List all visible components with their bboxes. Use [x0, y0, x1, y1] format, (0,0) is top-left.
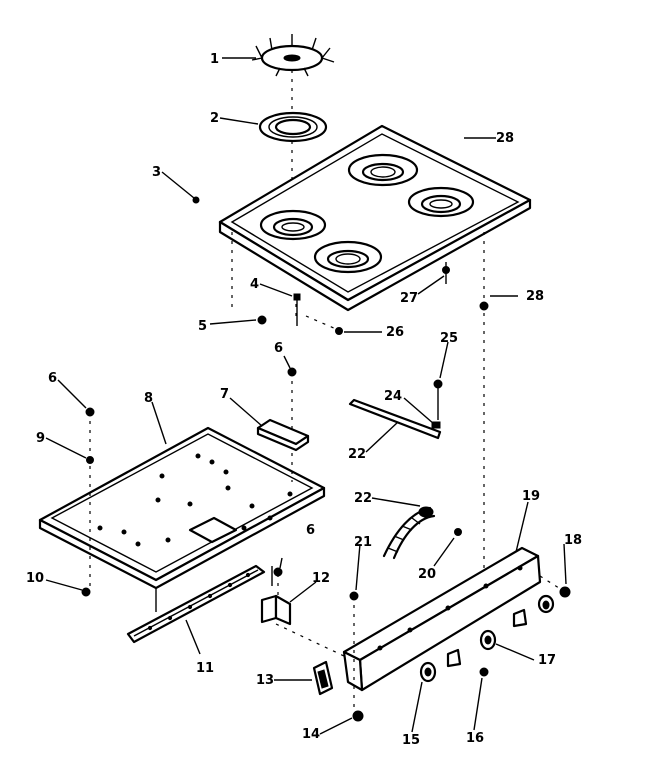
- front-rail: [342, 546, 542, 692]
- callout-11: 11: [196, 661, 214, 676]
- callout-3: 3: [152, 165, 161, 180]
- screw: [86, 456, 94, 464]
- fastener: [192, 196, 200, 204]
- alignment-line: [539, 575, 563, 591]
- callout-28-lower: 28: [526, 289, 544, 304]
- valve-seat: [419, 661, 437, 683]
- cooktop-burner-front-right: [313, 240, 383, 274]
- callout-12: 12: [312, 571, 330, 586]
- burner-box-cutout: [188, 516, 238, 544]
- callout-18: 18: [564, 533, 582, 548]
- callout-5: 5: [198, 319, 207, 334]
- screw: [81, 587, 91, 597]
- callout-8: 8: [144, 391, 153, 406]
- screw: [559, 586, 571, 598]
- valve-seat: [446, 594, 555, 668]
- callout-20: 20: [418, 567, 436, 582]
- side-strip: [126, 564, 266, 655]
- screw: [273, 567, 283, 577]
- callout-26: 26: [386, 325, 404, 340]
- orifice-bracket: [260, 594, 292, 626]
- burner-ring: [258, 111, 328, 143]
- callout-13: 13: [256, 673, 274, 688]
- screw: [305, 315, 343, 335]
- callout-19: 19: [522, 489, 540, 504]
- burner-box: [38, 426, 326, 612]
- callout-labels: 1 2 3 4 5 6 6 6 7 8 9 10 11 12 13 14 15 …: [26, 52, 582, 748]
- burner-cap: [251, 34, 335, 77]
- screw: [287, 367, 297, 377]
- bracket: [256, 418, 310, 452]
- callout-14: 14: [302, 727, 320, 742]
- callout-22-tube: 22: [354, 491, 372, 506]
- callout-6-center: 6: [274, 341, 283, 356]
- screw: [349, 591, 359, 601]
- valve: [312, 660, 334, 696]
- callout-6-lower: 6: [306, 523, 315, 538]
- callout-1: 1: [210, 52, 219, 67]
- fastener: [442, 262, 489, 311]
- valve-seat: [479, 629, 497, 651]
- clip: [257, 315, 267, 325]
- cooktop-burner-rear-left: [347, 153, 419, 187]
- flex-tube: [382, 506, 436, 560]
- callout-7: 7: [220, 387, 229, 402]
- callout-10: 10: [26, 571, 44, 586]
- callout-24: 24: [384, 389, 402, 404]
- leader-lines: [45, 57, 567, 735]
- cooktop: [218, 124, 532, 312]
- callout-22-bracket: 22: [348, 447, 366, 462]
- callout-17: 17: [538, 653, 556, 668]
- clip: [454, 528, 462, 536]
- callout-15: 15: [402, 733, 420, 748]
- burner-box-holes: [97, 453, 293, 547]
- callout-28-upper: 28: [496, 131, 514, 146]
- spreader-bracket: [348, 379, 443, 440]
- alignment-line: [275, 623, 345, 657]
- callout-16: 16: [466, 731, 484, 746]
- callout-25: 25: [440, 331, 458, 346]
- callout-2: 2: [210, 111, 219, 126]
- cooktop-burner-rear-right: [407, 186, 475, 218]
- cooktop-burner-front-left: [259, 209, 327, 241]
- screw: [479, 667, 489, 677]
- callout-27: 27: [400, 291, 418, 306]
- screw: [352, 710, 364, 722]
- callout-21: 21: [354, 535, 372, 550]
- callout-6-left: 6: [48, 371, 57, 386]
- screw: [85, 407, 95, 417]
- callout-9: 9: [36, 431, 45, 446]
- callout-4: 4: [250, 277, 259, 292]
- screw: [293, 293, 301, 326]
